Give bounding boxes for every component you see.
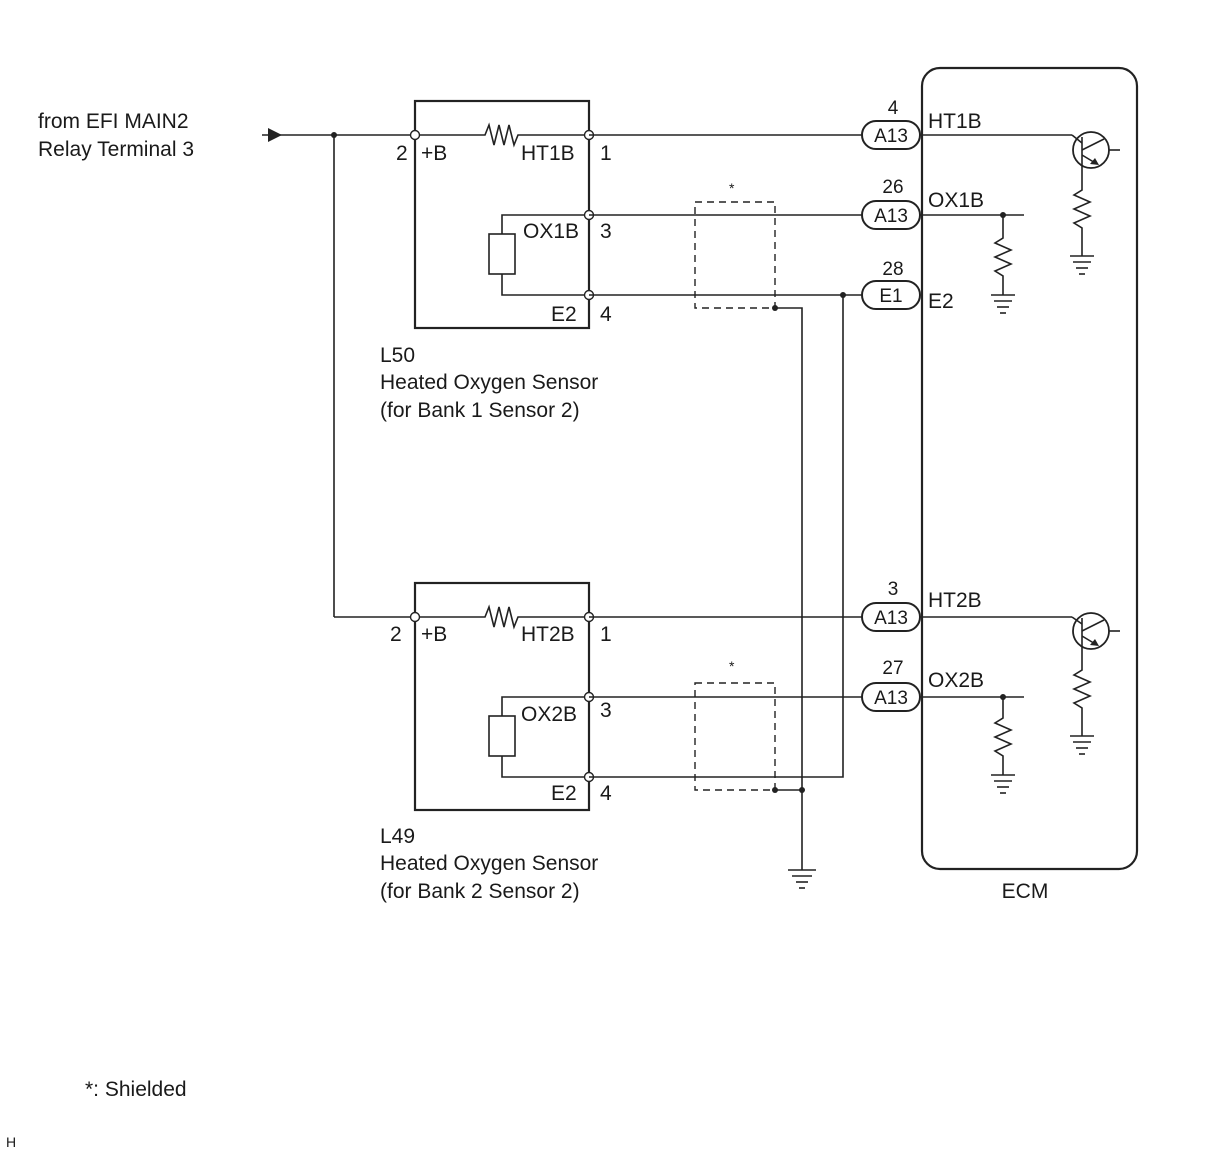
heater-label: HT2B [521, 623, 575, 646]
shield-mark: * [729, 658, 735, 674]
power-bus-wire [331, 132, 415, 618]
sensor-l50: 2 +B HT1B 1 OX1B 3 E2 4 L50 Heated Oxyge… [380, 99, 612, 422]
sensor-desc: (for Bank 2 Sensor 2) [380, 880, 580, 903]
pin-plus: 2 [396, 142, 408, 165]
sensor-code: L49 [380, 825, 415, 848]
ground-label: E2 [551, 303, 577, 326]
sensor-name: Heated Oxygen Sensor [380, 852, 598, 875]
resistor-icon [1072, 644, 1092, 736]
heater-label: HT1B [521, 142, 575, 165]
ground-icon [1070, 735, 1094, 755]
ground-label: E2 [551, 782, 577, 805]
pin-ground: 4 [600, 782, 612, 805]
heater-resistor-icon [415, 122, 589, 148]
pin-heater: 1 [600, 142, 612, 165]
connector-pin: 28 [882, 259, 903, 280]
connector-a13-pin4: A13 4 [861, 98, 921, 150]
sensor-element-icon [488, 214, 589, 296]
signal-label: OX2B [521, 703, 577, 726]
footnote: *: Shielded [85, 1078, 187, 1101]
sensor-name: Heated Oxygen Sensor [380, 371, 598, 394]
connector-a13-pin26: A13 26 [861, 177, 921, 230]
shield-mark: * [729, 180, 735, 196]
pin-heater: 1 [600, 623, 612, 646]
resistor-icon [993, 215, 1013, 295]
connector-label: A13 [874, 126, 908, 147]
connector-pin: 3 [888, 579, 899, 600]
ground-icon [1070, 255, 1094, 275]
connector-label: A13 [874, 206, 908, 227]
sensor-desc: (for Bank 1 Sensor 2) [380, 399, 580, 422]
pin-plus: 2 [390, 623, 402, 646]
connector-a13-pin27: A13 27 [861, 658, 921, 712]
resistor-icon [1072, 163, 1092, 256]
plus-b-label: +B [421, 142, 447, 165]
connector-label: A13 [874, 608, 908, 629]
ecm-body [920, 66, 1139, 871]
ecm-signal-label: HT1B [928, 110, 982, 133]
source-arrow-icon [262, 128, 334, 142]
shield-1: * [694, 180, 803, 790]
connector-pin: 27 [882, 658, 903, 679]
ecm-signal-label: OX2B [928, 669, 984, 692]
source-label-line1: from EFI MAIN2 [38, 110, 189, 133]
heater-resistor-icon [415, 604, 589, 630]
connector-label: E1 [879, 286, 902, 307]
corner-mark: H [6, 1134, 16, 1150]
ecm-signal-label: E2 [928, 290, 954, 313]
connector-label: A13 [874, 688, 908, 709]
ecm-signal-label: OX1B [928, 189, 984, 212]
ecm-label: ECM [1002, 880, 1049, 903]
plus-b-label: +B [421, 623, 447, 646]
pin-signal: 3 [600, 699, 612, 722]
sensor-l49: 2 +B HT2B 1 OX2B 3 E2 4 L49 Heated Oxyge… [380, 581, 612, 903]
ecm: ECM HT1B OX1B E2 HT2B OX2B [920, 66, 1139, 903]
transistor-icon [1071, 612, 1120, 650]
ground-icon [991, 294, 1015, 314]
connector-pin: 4 [888, 98, 899, 119]
connector-e1-pin28: E1 28 [861, 259, 921, 310]
signal-wires [589, 134, 862, 778]
connector-a13-pin3: A13 3 [861, 579, 921, 632]
ecm-signal-label: HT2B [928, 589, 982, 612]
pin-signal: 3 [600, 220, 612, 243]
signal-label: OX1B [523, 220, 579, 243]
transistor-icon [1071, 131, 1120, 169]
source-label-line2: Relay Terminal 3 [38, 138, 194, 161]
ground-icon [788, 790, 816, 889]
connector-pin: 26 [882, 177, 903, 198]
pin-ground: 4 [600, 303, 612, 326]
shield-2: * [694, 658, 805, 793]
sensor-code: L50 [380, 344, 415, 367]
resistor-icon [993, 697, 1013, 775]
ground-icon [991, 774, 1015, 794]
sensor-element-icon [488, 696, 589, 778]
